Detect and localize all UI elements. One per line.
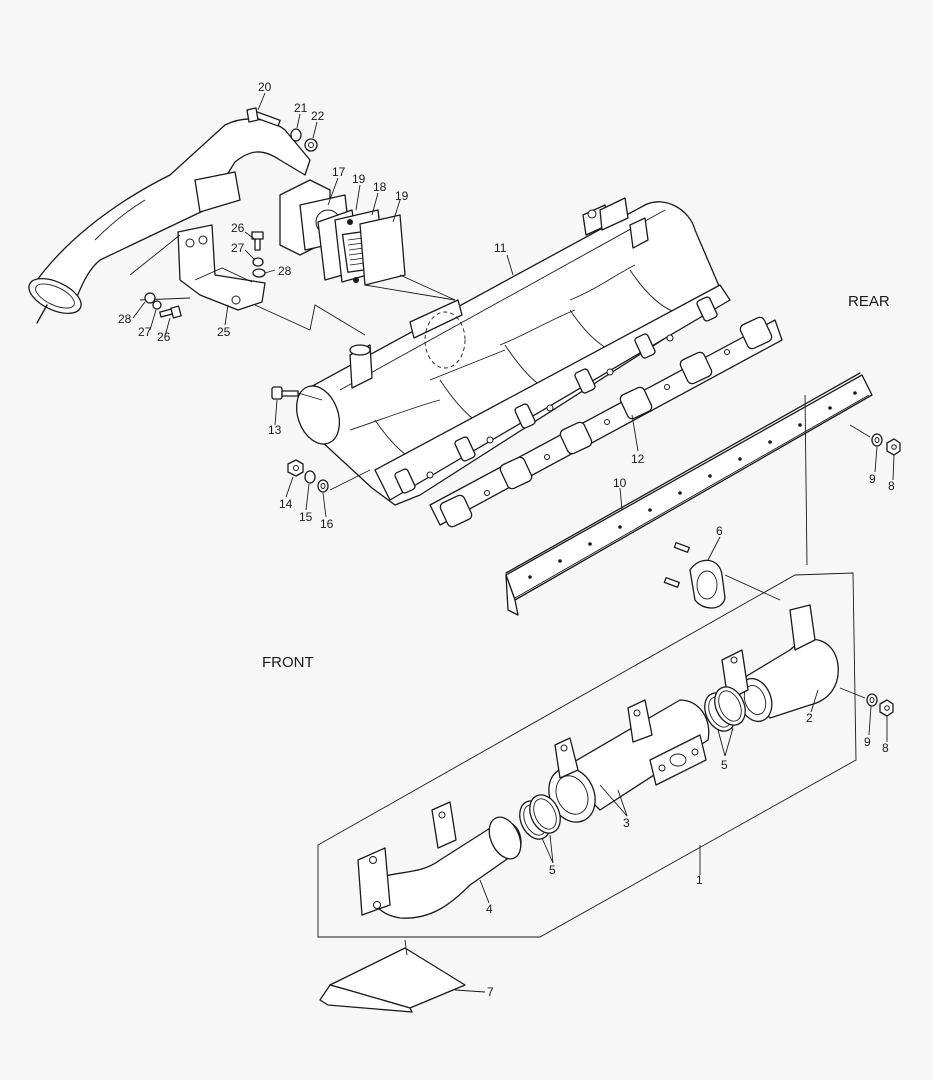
seal-rings-5-right [704, 686, 746, 732]
callout-21: 21 [294, 101, 308, 115]
callout-9-a: 9 [869, 472, 876, 486]
washer-15 [304, 470, 316, 484]
flange-gasket-6 [663, 542, 781, 609]
heat-shield-10 [505, 372, 873, 616]
callout-27-b: 27 [138, 325, 152, 339]
callout-10: 10 [613, 476, 627, 490]
bolt-26-upper [251, 231, 264, 251]
callout-19-a: 19 [352, 172, 366, 186]
callout-13: 13 [268, 423, 282, 437]
throttle-assembly [317, 209, 456, 301]
callout-6: 6 [716, 524, 723, 538]
callout-4: 4 [486, 902, 493, 916]
callout-11: 11 [494, 241, 507, 255]
callout-26-b: 26 [157, 330, 171, 344]
washer-21 [290, 128, 302, 142]
callout-17: 17 [332, 165, 346, 179]
callout-27-a: 27 [231, 241, 245, 255]
callout-14: 14 [279, 497, 293, 511]
callout-22: 22 [311, 109, 325, 123]
seal-rings-5-left [519, 794, 561, 840]
callout-5-a: 5 [721, 758, 728, 772]
callout-3: 3 [623, 816, 630, 830]
callout-16: 16 [320, 517, 334, 531]
callout-numbers: 20 21 22 17 19 18 19 11 26 27 28 28 27 2… [118, 80, 895, 999]
intake-manifold-11 [295, 197, 731, 506]
bolt-20 [246, 107, 281, 127]
callout-20: 20 [258, 80, 272, 94]
nut-14 [287, 459, 304, 477]
callout-19-b: 19 [395, 189, 409, 203]
callout-28-b: 28 [118, 312, 132, 326]
callout-1: 1 [696, 873, 703, 887]
exhaust-section-4 [357, 801, 522, 919]
callout-8-b: 8 [882, 741, 889, 755]
bolt-26-lower [159, 305, 182, 319]
rear-label: REAR [848, 293, 890, 310]
exhaust-section-3 [548, 699, 710, 823]
bracket-25 [129, 224, 366, 336]
front-label: FRONT [262, 654, 314, 671]
heat-plate-7 [319, 939, 466, 1013]
callout-25: 25 [217, 325, 231, 339]
callout-15: 15 [299, 510, 313, 524]
callout-5-b: 5 [549, 863, 556, 877]
washer-28-lower [144, 292, 156, 304]
callout-18: 18 [373, 180, 387, 194]
callout-8-a: 8 [888, 479, 895, 493]
callout-28-a: 28 [278, 264, 292, 278]
assembly-1-outline [317, 572, 857, 938]
leader-lines [132, 92, 895, 993]
washer-27-lower [152, 300, 162, 310]
nut-8-upper [886, 438, 901, 456]
callout-7: 7 [487, 985, 494, 999]
nut-8-lower [879, 699, 894, 717]
callout-12: 12 [631, 452, 645, 466]
washer-28-upper [252, 268, 266, 278]
callout-26-a: 26 [231, 221, 245, 235]
callout-9-b: 9 [864, 735, 871, 749]
stud-13 [271, 386, 299, 400]
gasket-12 [429, 316, 783, 528]
intake-pipe [28, 118, 351, 324]
callout-2: 2 [806, 711, 813, 725]
washer-27-upper [252, 257, 264, 267]
